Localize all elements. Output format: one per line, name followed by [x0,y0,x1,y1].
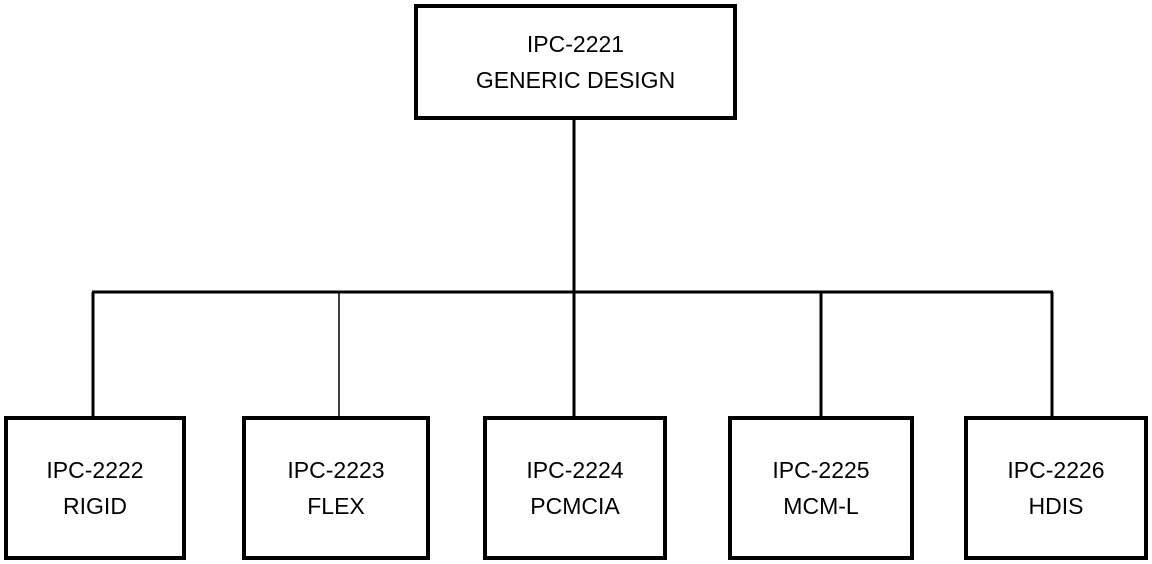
node-name: RIGID [63,493,127,519]
root-node: IPC-2221 GENERIC DESIGN [414,4,737,120]
child-node-pcmcia: IPC-2224 PCMCIA [483,416,667,560]
node-code: IPC-2221 [526,31,625,57]
node-code: IPC-2225 [772,457,870,483]
node-name: GENERIC DESIGN [475,67,676,93]
child-node-rigid: IPC-2222 RIGID [4,416,186,560]
child-node-hdis: IPC-2226 HDIS [964,416,1148,560]
child-node-mcml: IPC-2225 MCM-L [728,416,914,560]
child-node-flex: IPC-2223 FLEX [242,416,430,560]
node-code: IPC-2222 [46,457,144,483]
node-code: IPC-2224 [526,457,624,483]
node-code: IPC-2226 [1007,457,1105,483]
node-code: IPC-2223 [287,457,385,483]
node-name: FLEX [307,493,365,519]
node-name: HDIS [1028,493,1084,519]
node-name: MCM-L [783,493,859,519]
node-name: PCMCIA [530,493,620,519]
